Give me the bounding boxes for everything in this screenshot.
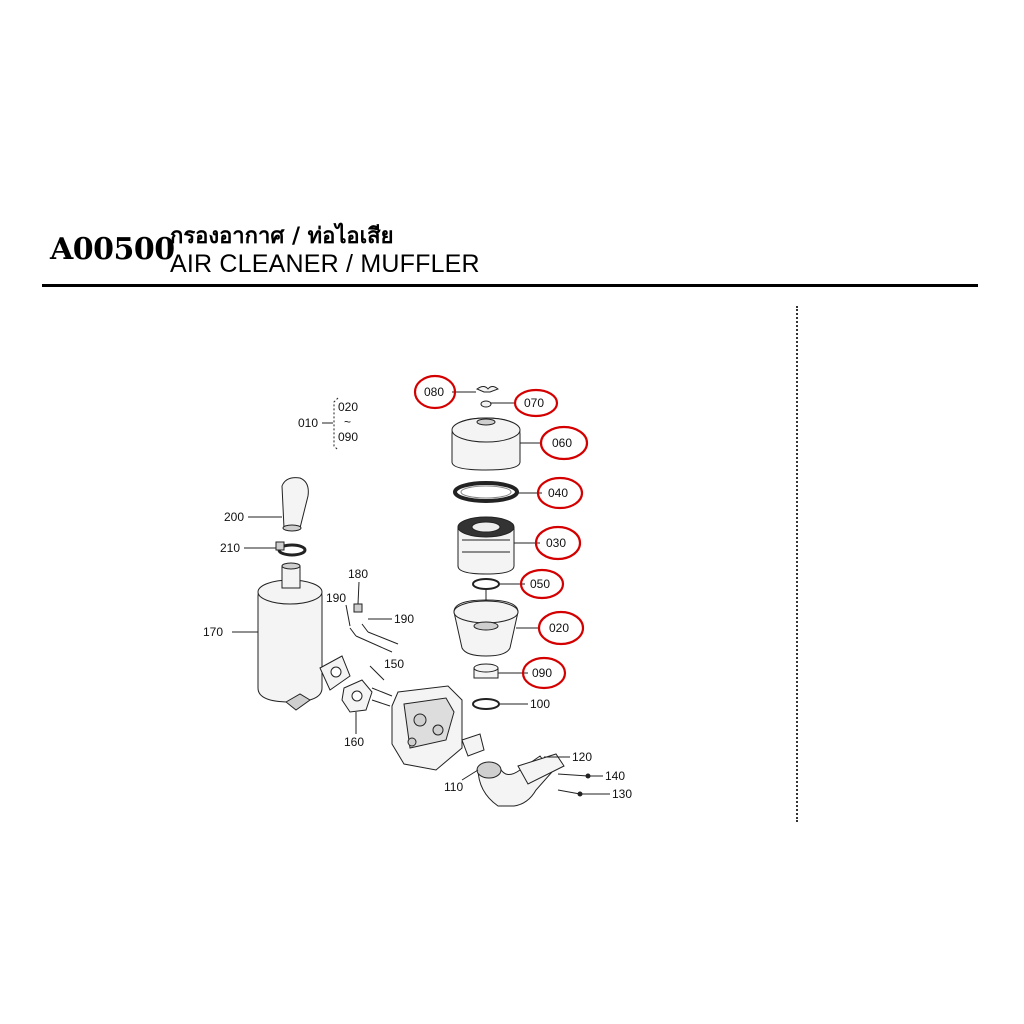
label-030: 030 (546, 536, 566, 550)
title-english: AIR CLEANER / MUFFLER (170, 250, 480, 278)
label-010: 010 (298, 416, 318, 430)
highlight-090 (521, 656, 567, 690)
engine-block (391, 685, 485, 771)
label-110: 110 (444, 780, 463, 794)
label-040: 040 (548, 486, 568, 500)
highlight-080 (413, 374, 457, 410)
label-190-left: 190 (326, 591, 346, 605)
label-range-sep: ~ (344, 415, 351, 429)
tail-pipe (275, 477, 309, 557)
label-range-bottom: 090 (338, 430, 358, 444)
seal-ring (453, 481, 519, 503)
exhaust-flange (341, 679, 393, 734)
label-160: 160 (344, 735, 364, 749)
washer (480, 400, 492, 408)
label-range-top: 020 (338, 400, 358, 414)
assembly-bracket: 010 020 ~ 090 (298, 397, 358, 451)
label-100: 100 (530, 697, 550, 711)
intake-elbow (476, 753, 591, 807)
filter-element (457, 527, 515, 575)
label-080: 080 (424, 385, 444, 399)
highlight-050 (519, 568, 565, 600)
label-120: 120 (572, 750, 592, 764)
muffler (257, 562, 351, 711)
highlight-circles (413, 374, 589, 690)
label-130: 130 (612, 787, 632, 801)
highlight-070 (513, 388, 559, 418)
wing-nut (475, 386, 499, 393)
gasket-100 (472, 698, 500, 710)
label-020: 020 (549, 621, 569, 635)
part-labels: 080 070 060 040 030 050 020 090 100 120 … (203, 385, 632, 801)
highlight-060 (539, 425, 589, 461)
highlight-030 (534, 525, 582, 561)
label-050: 050 (530, 577, 550, 591)
o-ring (472, 578, 500, 590)
title-thai: กรองอากาศ / ท่อไอเสีย (170, 224, 394, 249)
header-divider (42, 284, 978, 287)
bolts (349, 603, 399, 653)
label-060: 060 (552, 436, 572, 450)
label-180: 180 (348, 567, 368, 581)
label-210: 210 (220, 541, 240, 555)
highlight-040 (536, 476, 584, 510)
bracket-line (333, 397, 339, 451)
label-170: 170 (203, 625, 223, 639)
page-column-divider (796, 306, 798, 822)
label-090: 090 (532, 666, 552, 680)
label-190-right: 190 (394, 612, 414, 626)
label-200: 200 (224, 510, 244, 524)
label-150: 150 (384, 657, 404, 671)
gasket-plate (461, 733, 485, 757)
highlight-020 (537, 610, 585, 646)
catalog-code: A00500 (50, 232, 175, 267)
label-140: 140 (605, 769, 625, 783)
air-cleaner-assembly (451, 386, 521, 710)
label-070: 070 (524, 396, 544, 410)
